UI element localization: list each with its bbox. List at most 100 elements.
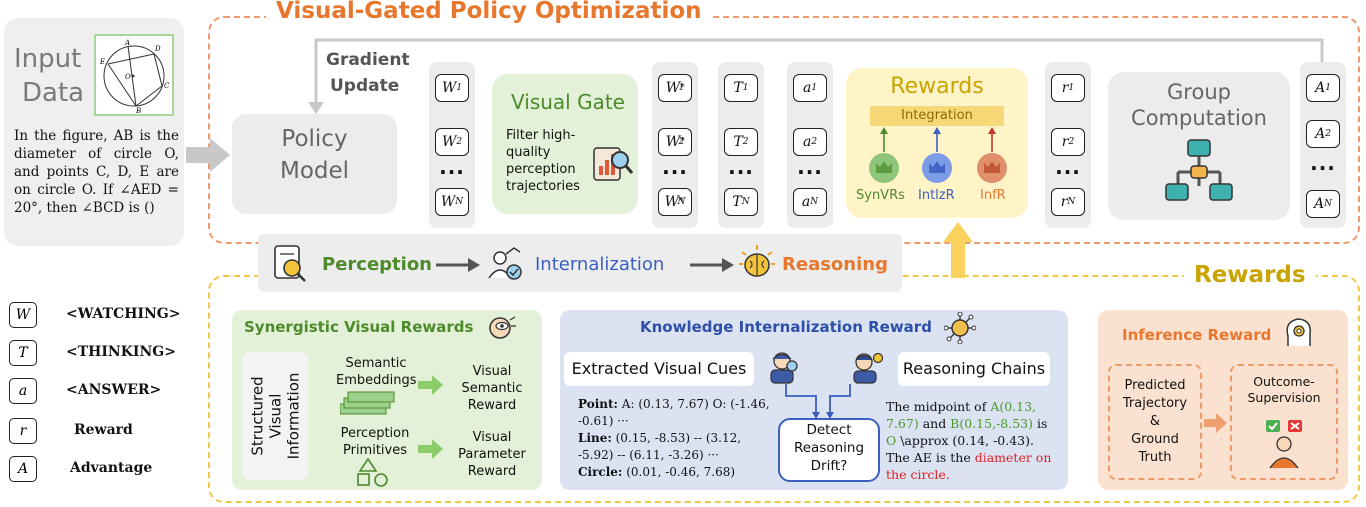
visual-semantic-reward-2: Semantic bbox=[461, 381, 523, 396]
input-title-1: Input bbox=[14, 44, 82, 74]
perception-primitives-line2: Primitives bbox=[342, 443, 408, 458]
gradient-update-line1: Gradient bbox=[326, 50, 410, 70]
perception-primitives-line1: Perception bbox=[340, 426, 410, 441]
semantic-embeddings-line1: Semantic bbox=[345, 356, 407, 371]
eye-person-icon bbox=[489, 316, 516, 339]
bottom-title: Rewards bbox=[1184, 262, 1316, 288]
head-gear-icon bbox=[1286, 318, 1311, 346]
legend-adv-box: A bbox=[9, 456, 37, 482]
legend-r-box: r bbox=[9, 418, 37, 444]
input-question: In the figure, AB is the diameter of cir… bbox=[14, 128, 179, 216]
crown-icon-red bbox=[977, 153, 1007, 183]
t-dots: ··· bbox=[728, 160, 754, 184]
policy-model-box bbox=[232, 114, 397, 214]
geometry-figure: A B C D E O bbox=[94, 34, 174, 116]
detect-line1: Detect bbox=[806, 422, 852, 438]
policy-model-line2: Model bbox=[279, 158, 350, 184]
a-dots: ··· bbox=[797, 160, 823, 184]
visual-gate-desc-4: trajectories bbox=[506, 179, 580, 194]
extracted-cues-box: Extracted Visual Cues bbox=[564, 352, 754, 386]
arrow-semantic bbox=[418, 375, 443, 395]
predicted-line4: Ground bbox=[1131, 432, 1179, 447]
thinker-icon bbox=[853, 352, 884, 384]
person-analysis-icon bbox=[488, 247, 522, 280]
fig-label-c: C bbox=[164, 82, 170, 90]
w-star-token-n: W*N bbox=[658, 188, 692, 216]
predicted-line3: & bbox=[1149, 414, 1161, 429]
legend-w-label: <WATCHING> bbox=[66, 306, 181, 322]
inference-title: Inference Reward bbox=[1122, 326, 1272, 344]
visual-semantic-reward-1: Visual bbox=[472, 364, 512, 379]
legend-r-label: Reward bbox=[74, 422, 133, 438]
fig-label-b: B bbox=[135, 107, 141, 114]
visual-semantic-reward-3: Reward bbox=[467, 398, 517, 413]
detect-drift-box bbox=[778, 418, 880, 482]
r-dots: ··· bbox=[1055, 160, 1081, 184]
detect-line2: Reasoning bbox=[793, 440, 865, 456]
w-star-token-2: W*2 bbox=[658, 128, 692, 156]
extracted-cues-text: Point: A: (0.13, 7.67) O: (-1.46, -0.61)… bbox=[578, 397, 770, 479]
document-search-icon bbox=[274, 245, 306, 282]
structured-line-2: Visual bbox=[266, 393, 284, 439]
crown-icon-green bbox=[869, 153, 899, 183]
brain-icon bbox=[739, 245, 775, 277]
rewards-up-arrow bbox=[943, 222, 973, 278]
network-icon bbox=[1165, 139, 1233, 201]
structured-visual-box bbox=[242, 352, 308, 480]
perception-label: Perception bbox=[322, 254, 432, 275]
fig-label-d: D bbox=[154, 45, 161, 53]
fig-label-a: A bbox=[124, 39, 130, 47]
structured-line-1: Structured bbox=[248, 376, 266, 456]
semantic-embeddings-line2: Embeddings bbox=[336, 373, 417, 388]
legend-w-box: W bbox=[9, 302, 37, 328]
analysis-chart-icon bbox=[593, 147, 634, 181]
outcome-box bbox=[1230, 364, 1338, 480]
predicted-box bbox=[1108, 364, 1202, 480]
w-star-dots: ··· bbox=[662, 160, 688, 184]
knowledge-title: Knowledge Internalization Reward bbox=[640, 318, 932, 336]
synergistic-title: Synergistic Visual Rewards bbox=[244, 318, 474, 336]
infr-label: InfR bbox=[980, 188, 1006, 203]
outcome-label: Outcome-Supervision bbox=[1247, 374, 1321, 405]
rewards-top-title: Rewards bbox=[890, 74, 984, 99]
reasoning-chains-box: Reasoning Chains bbox=[898, 352, 1050, 386]
policy-model-line1: Policy bbox=[281, 126, 348, 152]
crown-icon-blue bbox=[922, 153, 952, 183]
visual-gate-box bbox=[492, 74, 638, 214]
group-computation-line2: Computation bbox=[1131, 106, 1267, 130]
pipeline-arrow-1 bbox=[436, 258, 480, 272]
pipeline-arrow-2 bbox=[690, 258, 734, 272]
visual-parameter-reward-1: Visual bbox=[472, 430, 512, 445]
intlzr-label: IntlzR bbox=[918, 188, 955, 203]
legend-a-box: a bbox=[9, 378, 37, 404]
synvrs-label: SynVRs bbox=[856, 188, 905, 203]
primitives-shapes-icon bbox=[357, 458, 388, 487]
predicted-line1: Predicted bbox=[1124, 378, 1186, 393]
predicted-line2: Trajectory bbox=[1122, 396, 1188, 411]
embeddings-stack-icon bbox=[340, 391, 395, 415]
input-title-2: Data bbox=[22, 78, 85, 108]
detect-line3: Drift? bbox=[810, 458, 848, 474]
integration-arrows bbox=[880, 127, 996, 152]
gradient-feedback-arrow bbox=[308, 38, 1324, 114]
visual-parameter-reward-2: Parameter bbox=[458, 447, 526, 462]
drift-arrows bbox=[785, 384, 851, 419]
fig-label-e: E bbox=[99, 58, 105, 66]
gradient-update-line2: Update bbox=[330, 76, 400, 96]
integration-bar: Integration bbox=[870, 106, 1004, 126]
brain-network-icon bbox=[944, 312, 976, 344]
structured-line-3: Information bbox=[284, 372, 302, 460]
visual-gate-title: Visual Gate bbox=[511, 90, 625, 114]
inspector-icon bbox=[770, 352, 798, 384]
group-computation-line1: Group bbox=[1167, 80, 1231, 104]
